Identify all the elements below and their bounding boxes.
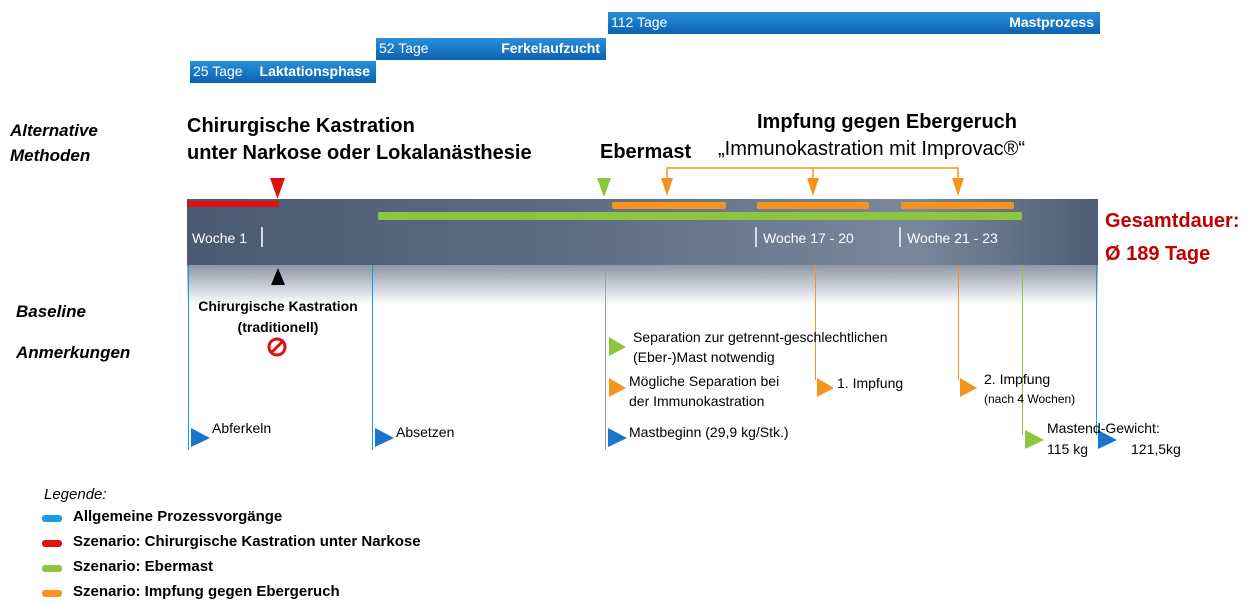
boar-end-arrow-icon — [1025, 430, 1044, 449]
method-vaccination-title: Impfung gegen Ebergeruch — [757, 111, 1018, 133]
fattening-arrow-icon — [608, 428, 627, 447]
total-duration: Gesamtdauer: Ø 189 Tage — [1105, 205, 1240, 271]
phase-name: Ferkelaufzucht — [501, 40, 600, 56]
phase-bar-rearing: 52 Tage Ferkelaufzucht — [376, 38, 606, 60]
surgical-marker-icon — [270, 178, 285, 199]
phase-name: Mastprozess — [1009, 14, 1094, 30]
farrowing-arrow-icon — [191, 428, 210, 447]
week-tick — [261, 227, 263, 247]
row-label-line: Alternative — [10, 121, 98, 140]
vaccination1-arrow-icon — [817, 378, 834, 397]
guide-line-vaccination1 — [815, 265, 816, 380]
note-weaning: Absetzen — [396, 424, 455, 440]
legend-swatch-surgical — [42, 540, 62, 547]
boar-scenario-bar — [378, 212, 1022, 220]
method-line: Chirurgische Kastration — [187, 115, 415, 137]
note-end-weight-general: 121,5kg — [1131, 441, 1181, 457]
guide-line-vaccination2 — [958, 265, 959, 380]
total-duration-value: Ø 189 Tage — [1105, 243, 1211, 265]
note-line: Separation zur getrennt-geschlechtlichen — [633, 329, 888, 345]
legend-item-boar: Szenario: Ebermast — [73, 558, 214, 575]
vaccination-scenario-bar — [901, 202, 1014, 209]
end-weight-arrow-icon — [1098, 430, 1117, 449]
legend-item-surgical: Szenario: Chirurgische Kastration unter … — [73, 533, 421, 550]
vaccination-scenario-bar — [612, 202, 726, 209]
legend-item-general: Allgemeine Prozessvorgänge — [73, 508, 283, 525]
note-separation: Separation zur getrennt-geschlechtlichen… — [633, 327, 888, 367]
total-duration-label: Gesamtdauer: — [1105, 210, 1240, 232]
guide-line-weaning — [372, 265, 373, 450]
note-vaccination2: 2. Impfung — [984, 371, 1051, 387]
prohibited-icon — [267, 337, 287, 357]
week-tick — [899, 227, 901, 247]
week-label-21: Woche 21 - 23 — [907, 230, 998, 246]
phase-name: Laktationsphase — [259, 63, 370, 79]
surgical-scenario-bar — [187, 201, 279, 207]
note-farrowing: Abferkeln — [212, 420, 272, 436]
note-fattening-start: Mastbeginn (29,9 kg/Stk.) — [629, 424, 789, 440]
row-label-notes: Anmerkungen — [16, 343, 131, 362]
note-vaccination1: 1. Impfung — [837, 375, 904, 391]
row-label-baseline: Baseline — [16, 302, 86, 321]
guide-line-end — [1096, 265, 1097, 435]
note-possible-separation: Mögliche Separation bei der Immunokastra… — [629, 371, 779, 411]
boar-marker-icon — [597, 178, 611, 197]
week-tick — [755, 227, 757, 247]
baseline-line: (traditionell) — [237, 319, 319, 335]
baseline-surgical-castration: Chirurgische Kastration (traditionell) — [188, 296, 368, 338]
phase-days: 25 Tage — [193, 63, 243, 79]
vaccination-bracket — [661, 167, 964, 196]
guide-line-fattening — [605, 265, 606, 450]
row-label-alternative: Alternative Methoden — [10, 118, 98, 168]
note-line: der Immunokastration — [629, 393, 765, 409]
vaccination-scenario-bar — [757, 202, 869, 209]
week-label-1: Woche 1 — [192, 230, 247, 246]
baseline-line: Chirurgische Kastration — [198, 298, 358, 314]
note-line: (Eber-)Mast notwendig — [633, 349, 775, 365]
phase-days: 112 Tage — [611, 14, 668, 30]
method-boar-fattening: Ebermast — [600, 141, 692, 163]
baseline-marker-icon — [271, 268, 285, 285]
note-end-weight-label: Mastend-Gewicht: — [1047, 420, 1160, 436]
legend-item-vaccination: Szenario: Impfung gegen Ebergeruch — [73, 583, 340, 600]
legend-swatch-boar — [42, 565, 62, 572]
guide-line-boar-end — [1022, 265, 1023, 435]
legend-swatch-general — [42, 515, 62, 522]
legend-swatch-vaccination — [42, 590, 62, 597]
note-vaccination2-detail: (nach 4 Wochen) — [984, 392, 1076, 406]
boar-note-arrow-icon — [609, 337, 626, 356]
method-line: unter Narkose oder Lokalanästhesie — [187, 142, 532, 164]
method-vaccination-subtitle: „Immunokastration mit Improvac®“ — [718, 138, 1026, 160]
timeline-shadow — [187, 265, 1098, 305]
vaccination2-arrow-icon — [960, 378, 977, 397]
note-end-weight-boar: 115 kg — [1047, 441, 1088, 457]
legend-title: Legende: — [44, 486, 107, 503]
weaning-arrow-icon — [375, 428, 394, 447]
guide-line-farrowing — [188, 265, 189, 450]
method-surgical-castration: Chirurgische Kastration unter Narkose od… — [187, 113, 532, 167]
note-line: Mögliche Separation bei — [629, 373, 780, 389]
phase-bar-fattening: 112 Tage Mastprozess — [608, 12, 1100, 34]
phase-bar-lactation: 25 Tage Laktationsphase — [190, 61, 376, 83]
row-label-line: Methoden — [10, 146, 91, 165]
vaccination-note-arrow-icon — [609, 378, 626, 397]
timeline-bar — [187, 199, 1098, 265]
week-label-17: Woche 17 - 20 — [763, 230, 854, 246]
phase-days: 52 Tage — [379, 40, 429, 56]
